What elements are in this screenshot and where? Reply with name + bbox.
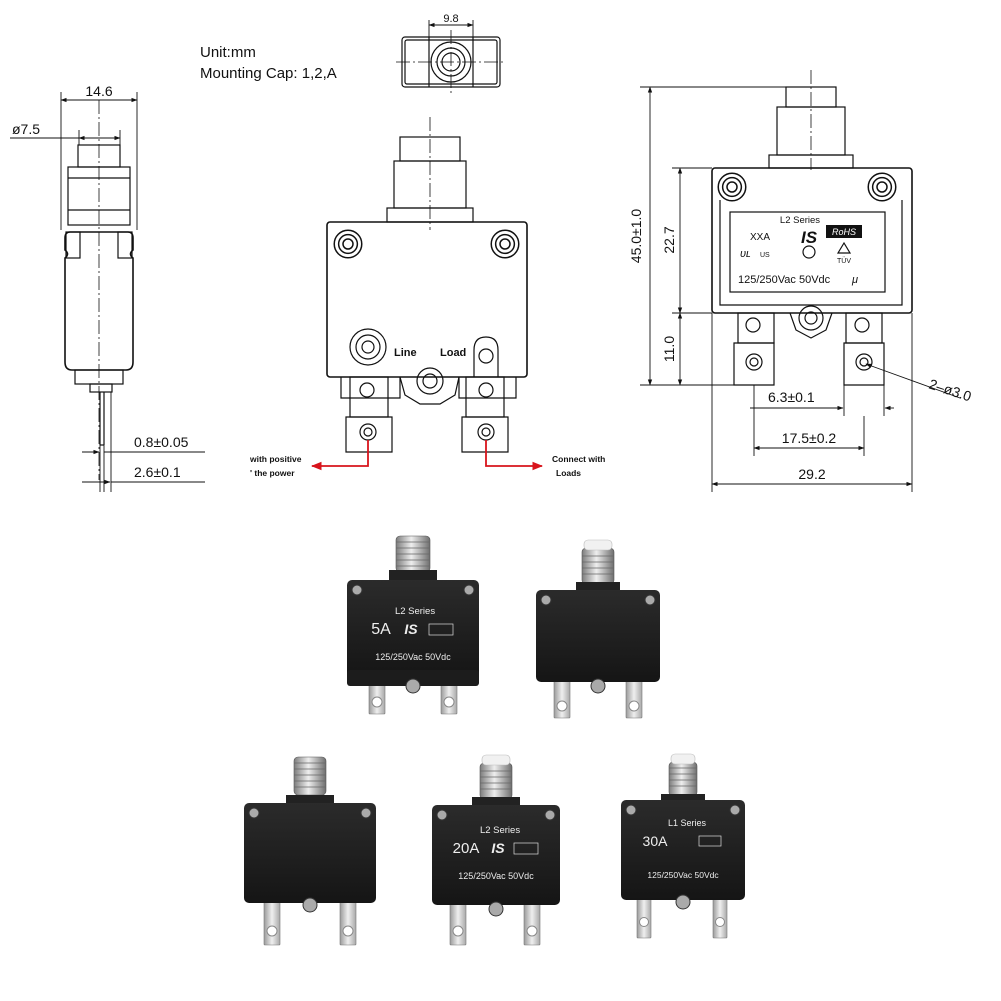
- ul-mark: ᴜʟ: [740, 248, 751, 260]
- top-view: 9.8: [396, 13, 506, 95]
- breaker-20a-voltage: 125/250Vac 50Vdc: [458, 871, 534, 881]
- mu-mark: μ: [851, 274, 858, 286]
- dim-overall-width: 29.2: [798, 466, 825, 482]
- label-voltage: 125/250Vac 50Vdc: [738, 274, 831, 286]
- dim-terminal-height: 11.0: [661, 336, 677, 362]
- front-view: Line Load with positive ' the power Conn…: [249, 117, 605, 478]
- dim-body-height: 22.7: [661, 226, 677, 253]
- us-mark: US: [760, 252, 770, 259]
- breaker-30a: L1 Series 30A 125/250Vac 50Vdc: [621, 753, 745, 939]
- note-positive-2: ' the power: [250, 468, 295, 478]
- dim-side-width: 14.6: [85, 83, 112, 99]
- dim-cap-dia: ø7.5: [12, 121, 40, 137]
- dim-pin-offset: 2.6±0.1: [134, 464, 181, 480]
- dim-tab-width: 6.3±0.1: [768, 389, 815, 405]
- breaker-5a-voltage: 125/250Vac 50Vdc: [375, 652, 451, 662]
- line-arrow: [310, 440, 369, 471]
- side-view: 14.6 ø7.5 0.8±0.05 2.6±0.1: [10, 83, 205, 492]
- breaker-20a-series: L2 Series: [480, 825, 520, 836]
- mounting-cap-note: Mounting Cap: 1,2,A: [200, 65, 337, 82]
- breaker-30a-voltage: 125/250Vac 50Vdc: [647, 870, 719, 880]
- label-rating: XXA: [750, 232, 770, 243]
- dim-total-height: 45.0±1.0: [628, 209, 644, 264]
- dim-hole-dia: 2–ø3.0: [927, 376, 974, 405]
- unit-note: Unit:mm: [200, 44, 256, 61]
- note-positive-1: with positive: [249, 454, 302, 464]
- tuv-mark: TÜV: [837, 257, 851, 265]
- breaker-5a: L2 Series 5A IS 125/250Vac 50Vdc: [347, 535, 479, 715]
- breaker-20a-logo: IS: [491, 840, 505, 856]
- line-label: Line: [394, 347, 417, 359]
- load-label: Load: [440, 347, 466, 359]
- breaker-30a-series: L1 Series: [668, 818, 707, 828]
- label-series: L2 Series: [780, 215, 820, 226]
- load-arrow: [485, 440, 544, 471]
- note-loads-2: Loads: [556, 468, 581, 478]
- note-loads-1: Connect with: [552, 454, 605, 464]
- is-logo: IS: [801, 228, 818, 247]
- dim-tab-spacing: 17.5±0.2: [782, 430, 837, 446]
- breaker-30a-rating: 30A: [643, 833, 669, 849]
- breaker-5a-rating: 5A: [371, 621, 391, 638]
- ccc-icon: [802, 245, 816, 259]
- rohs-mark: RoHS: [832, 227, 856, 237]
- breaker-20a: L2 Series 20A IS 125/250Vac 50Vdc: [432, 754, 560, 946]
- breaker-top-right: [536, 539, 660, 719]
- tuv-triangle-icon: [836, 241, 852, 254]
- breaker-5a-logo: IS: [404, 621, 418, 637]
- breaker-5a-series: L2 Series: [395, 606, 435, 617]
- breaker-20a-rating: 20A: [453, 840, 480, 857]
- label-view: L2 Series XXA IS RoHS ᴜʟ US TÜV 125/250V…: [628, 70, 974, 492]
- breaker-bottom-left: [244, 756, 376, 946]
- dim-cap-width: 9.8: [443, 13, 458, 25]
- dim-pin-thickness: 0.8±0.05: [134, 434, 189, 450]
